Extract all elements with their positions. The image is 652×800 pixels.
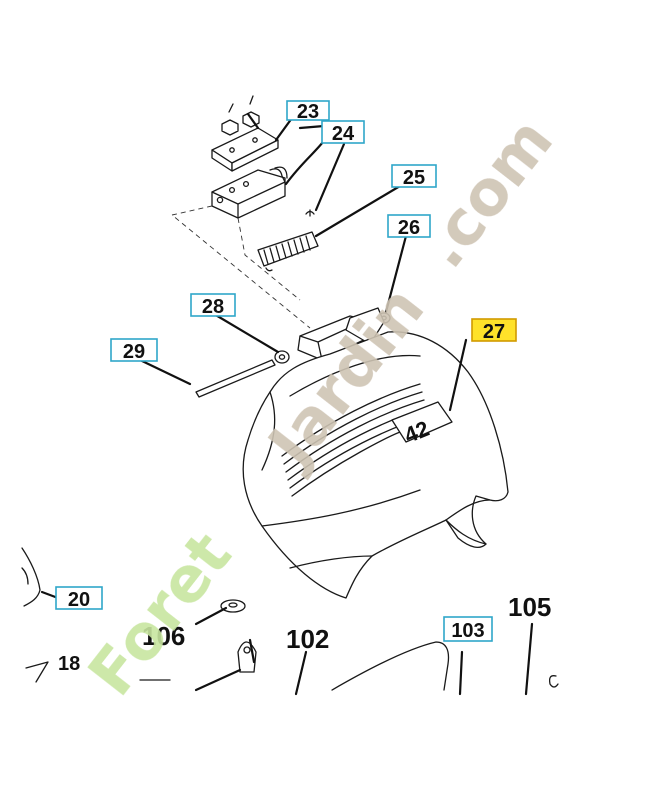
rod-part [195, 359, 276, 398]
callout-27[interactable]: 27 [471, 318, 517, 343]
callout-20[interactable]: 20 [55, 586, 103, 611]
engine-cover: 42 [242, 307, 509, 599]
label-102: 102 [286, 624, 329, 654]
washer-28 [274, 350, 290, 364]
watermark: Foret Jardin .com [74, 104, 567, 709]
lower-parts [25, 599, 559, 691]
leader-lines [40, 112, 534, 696]
watermark-suffix-text: .com [406, 104, 567, 281]
label-106: 106 [142, 621, 185, 651]
callout-23-text: 23 [297, 101, 319, 123]
hinge-bracket-assembly [211, 95, 288, 219]
callout-27-text: 27 [483, 321, 505, 343]
watermark-green-text: Foret [74, 519, 245, 709]
callout-28[interactable]: 28 [190, 293, 236, 318]
left-partial-part [21, 547, 41, 607]
spring-part [257, 231, 319, 272]
callout-25[interactable]: 25 [391, 164, 437, 189]
callout-26[interactable]: 26 [387, 214, 431, 239]
callout-26-text: 26 [398, 217, 420, 239]
label-105: 105 [508, 592, 551, 622]
callout-29-text: 29 [123, 341, 145, 363]
callout-29[interactable]: 29 [110, 338, 158, 363]
callout-24[interactable]: 24 [321, 120, 365, 145]
callout-28-text: 28 [202, 296, 224, 318]
callout-103-text: 103 [451, 620, 484, 642]
callout-24-text: 24 [332, 123, 355, 145]
alignment-lines [171, 205, 311, 329]
callout-103[interactable]: 103 [443, 616, 493, 642]
pin-part [305, 209, 315, 217]
callout-23[interactable]: 23 [286, 100, 330, 123]
label-18: 18 [58, 653, 80, 675]
callout-20-text: 20 [68, 589, 90, 611]
callout-25-text: 25 [403, 167, 425, 189]
